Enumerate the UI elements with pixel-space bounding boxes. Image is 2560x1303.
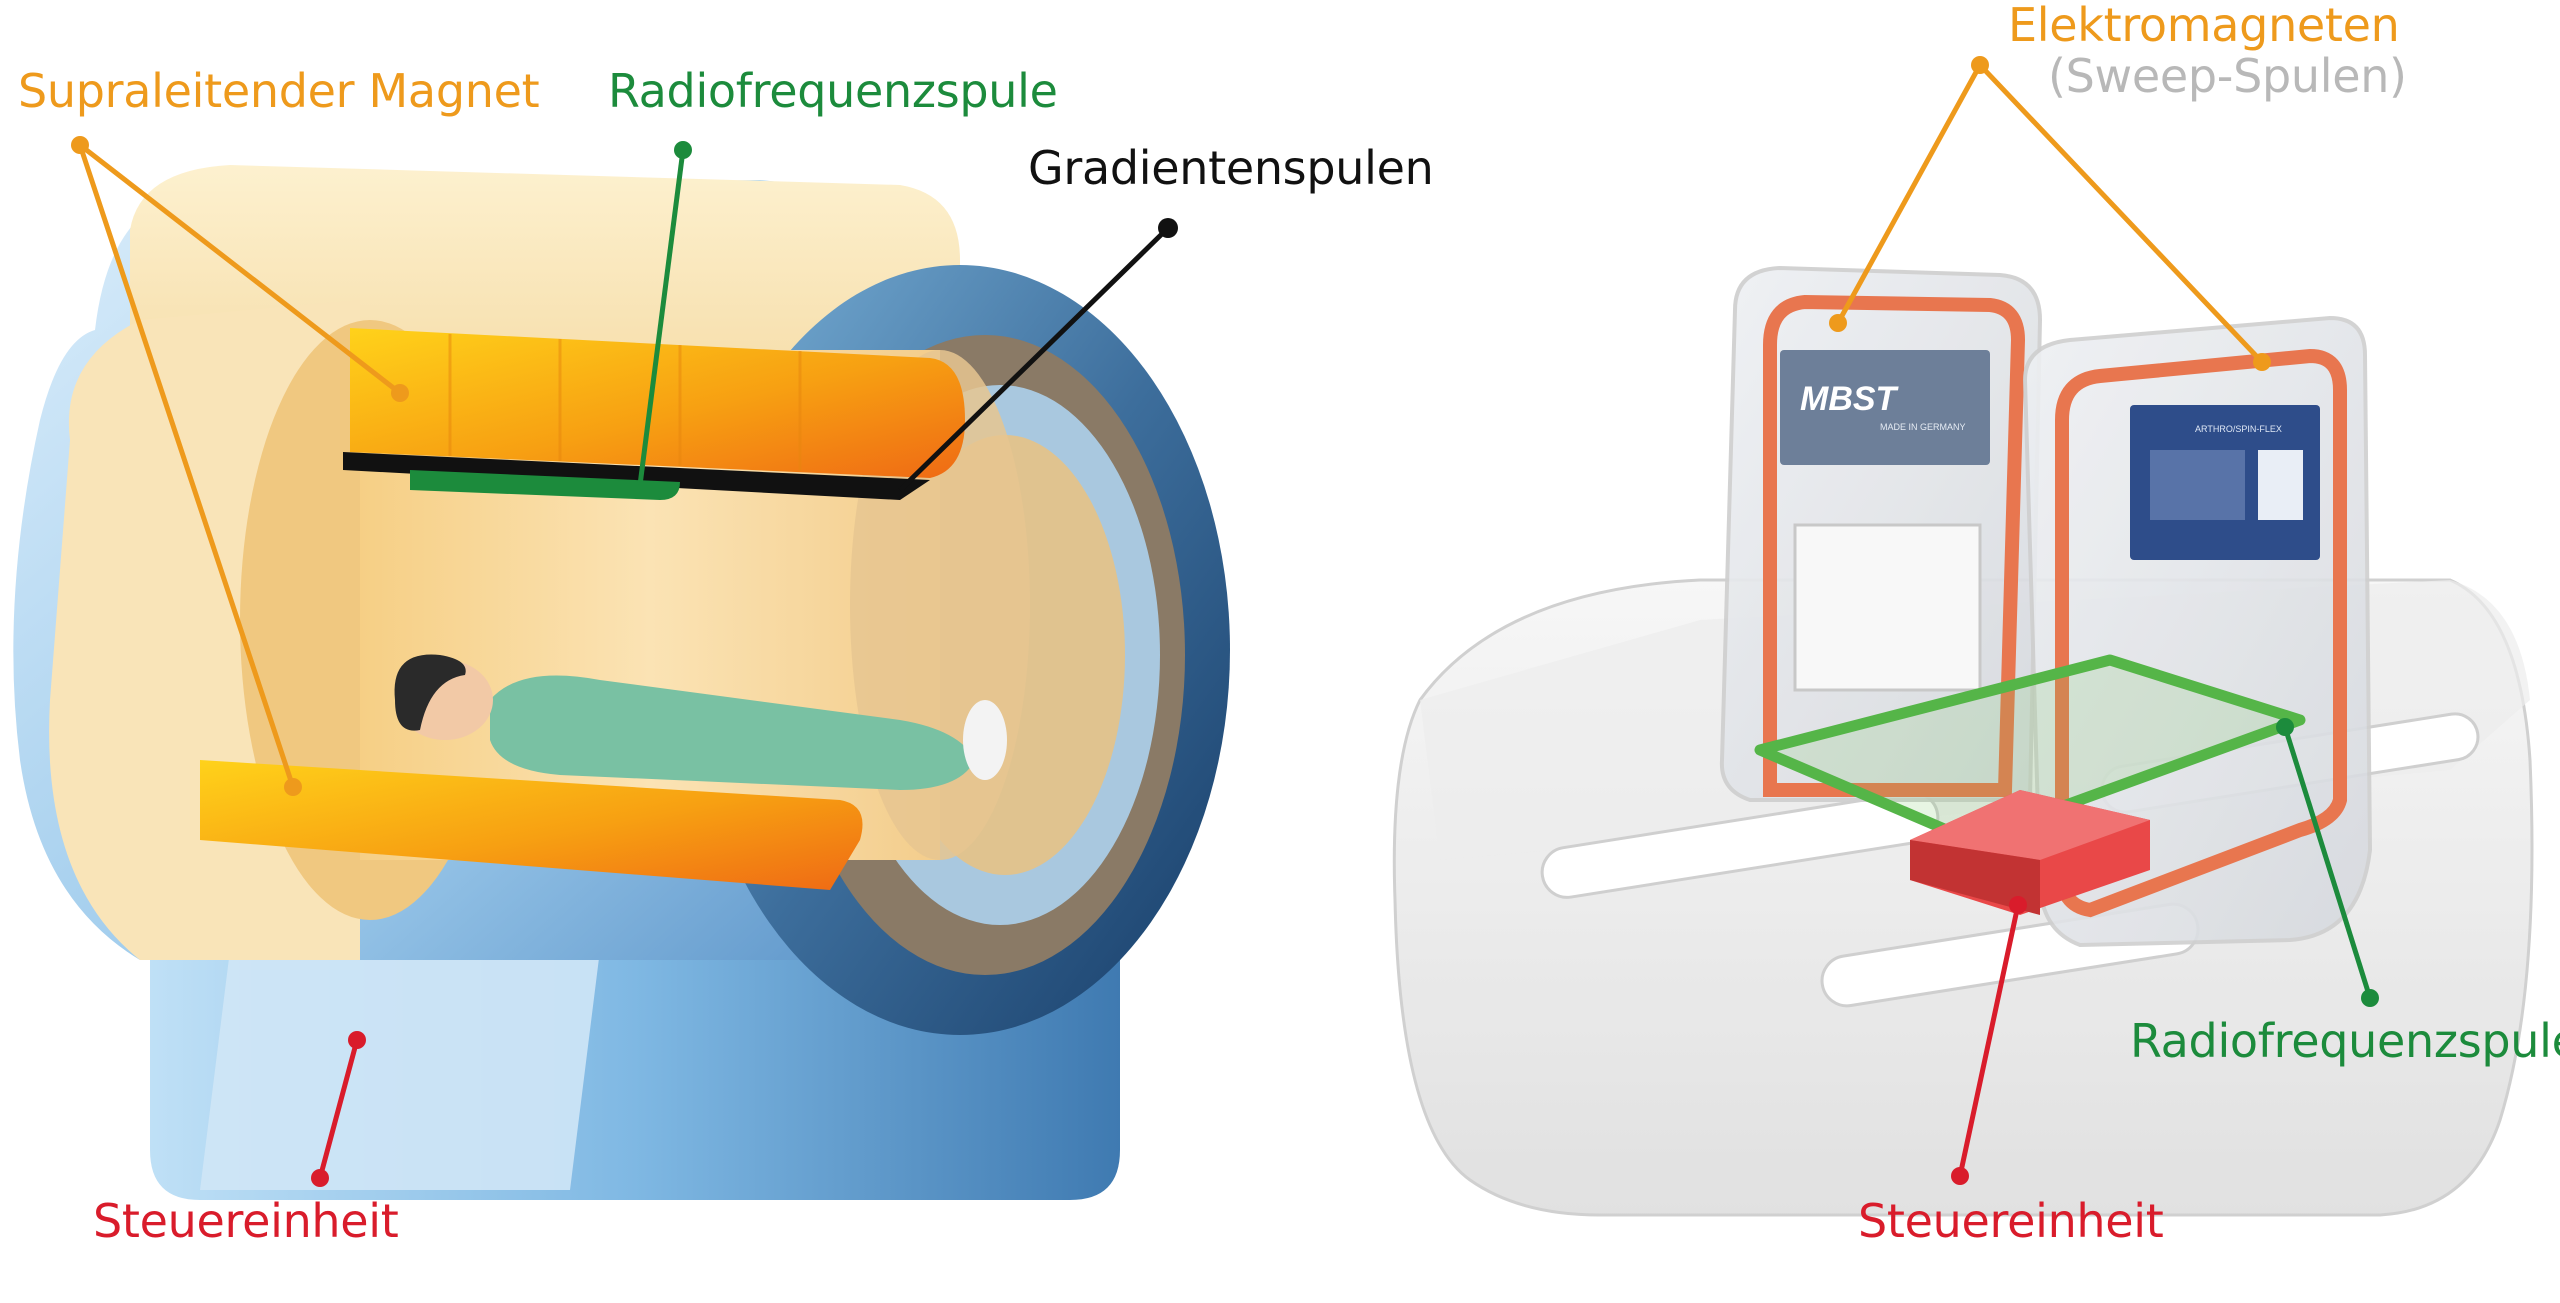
label-radiofrequenzspule-left: Radiofrequenzspule bbox=[608, 64, 1058, 118]
sweep-coil-front bbox=[2054, 348, 2347, 918]
device-control-unit bbox=[1910, 790, 2150, 915]
dot-rf-right-top bbox=[2276, 718, 2294, 736]
label-supraleitender-magnet: Supraleitender Magnet bbox=[18, 64, 540, 118]
lower-magnet bbox=[200, 760, 863, 890]
dot-control-right-top bbox=[2009, 896, 2027, 914]
patient-body bbox=[490, 675, 975, 790]
dot-control-right-bottom bbox=[1951, 1167, 1969, 1185]
dot-magnet-lower bbox=[284, 778, 302, 796]
leader-rf-left bbox=[637, 149, 686, 486]
label-gradientenspulen: Gradientenspulen bbox=[1028, 141, 1434, 195]
logo-plate: MBST MADE IN GERMANY bbox=[1780, 350, 1990, 465]
dot-rf-left bbox=[674, 141, 692, 159]
leader-rf-right bbox=[2282, 726, 2373, 999]
patient-hair bbox=[394, 654, 466, 731]
slot-upper bbox=[1540, 791, 1940, 899]
patient-feet bbox=[963, 700, 1007, 780]
patient bbox=[394, 654, 1007, 790]
leader-electro-back bbox=[1835, 63, 1983, 325]
logo-sub: MADE IN GERMANY bbox=[1880, 422, 1966, 432]
dot-magnet-upper bbox=[391, 384, 409, 402]
leader-magnet-upper bbox=[78, 143, 402, 395]
control-panel-screen: ARTHRO/SPIN-FLEX bbox=[2130, 405, 2320, 560]
label-steuereinheit-right: Steuereinheit bbox=[1858, 1194, 2164, 1248]
arch-back-window bbox=[1793, 523, 1982, 692]
sweep-coil-back bbox=[1763, 294, 2026, 797]
leader-electro-front bbox=[1978, 63, 2264, 364]
leader-dots bbox=[71, 56, 2379, 1187]
panel-title: ARTHRO/SPIN-FLEX bbox=[2195, 424, 2282, 434]
label-radiofrequenzspule-right: Radiofrequenzspule bbox=[2130, 1014, 2560, 1068]
mri-scanner bbox=[13, 165, 1230, 1200]
dot-rf-right-bottom bbox=[2361, 989, 2379, 1007]
dot-electro-back bbox=[1829, 314, 1847, 332]
leader-control-right bbox=[1957, 904, 2021, 1177]
dot-electro-origin bbox=[1971, 56, 1989, 74]
dot-control-left-bottom bbox=[311, 1169, 329, 1187]
upper-magnet-segments bbox=[448, 334, 802, 471]
rf-coil bbox=[410, 470, 680, 500]
label-steuereinheit-left: Steuereinheit bbox=[93, 1194, 399, 1248]
dot-gradient bbox=[1158, 218, 1178, 238]
upper-magnet bbox=[350, 328, 965, 478]
leader-gradient bbox=[898, 226, 1170, 492]
rf-coil-frame bbox=[1754, 654, 2306, 846]
dot-magnet-origin bbox=[71, 136, 89, 154]
leader-lines bbox=[77, 63, 2373, 1179]
gradient-coil bbox=[343, 452, 930, 500]
label-sweep-spulen: (Sweep-Spulen) bbox=[2048, 49, 2407, 103]
label-elektromagneten: Elektromagneten bbox=[2008, 0, 2400, 52]
dot-control-left-top bbox=[348, 1031, 366, 1049]
dot-electro-front bbox=[2253, 353, 2271, 371]
leader-magnet-lower bbox=[77, 144, 296, 788]
logo-text: MBST bbox=[1800, 380, 1900, 418]
control-unit-panel bbox=[200, 950, 600, 1190]
mbst-device: MBST MADE IN GERMANY ARTHRO/SPIN-FLEX bbox=[1392, 265, 2534, 1217]
leader-control-left bbox=[317, 1039, 360, 1179]
